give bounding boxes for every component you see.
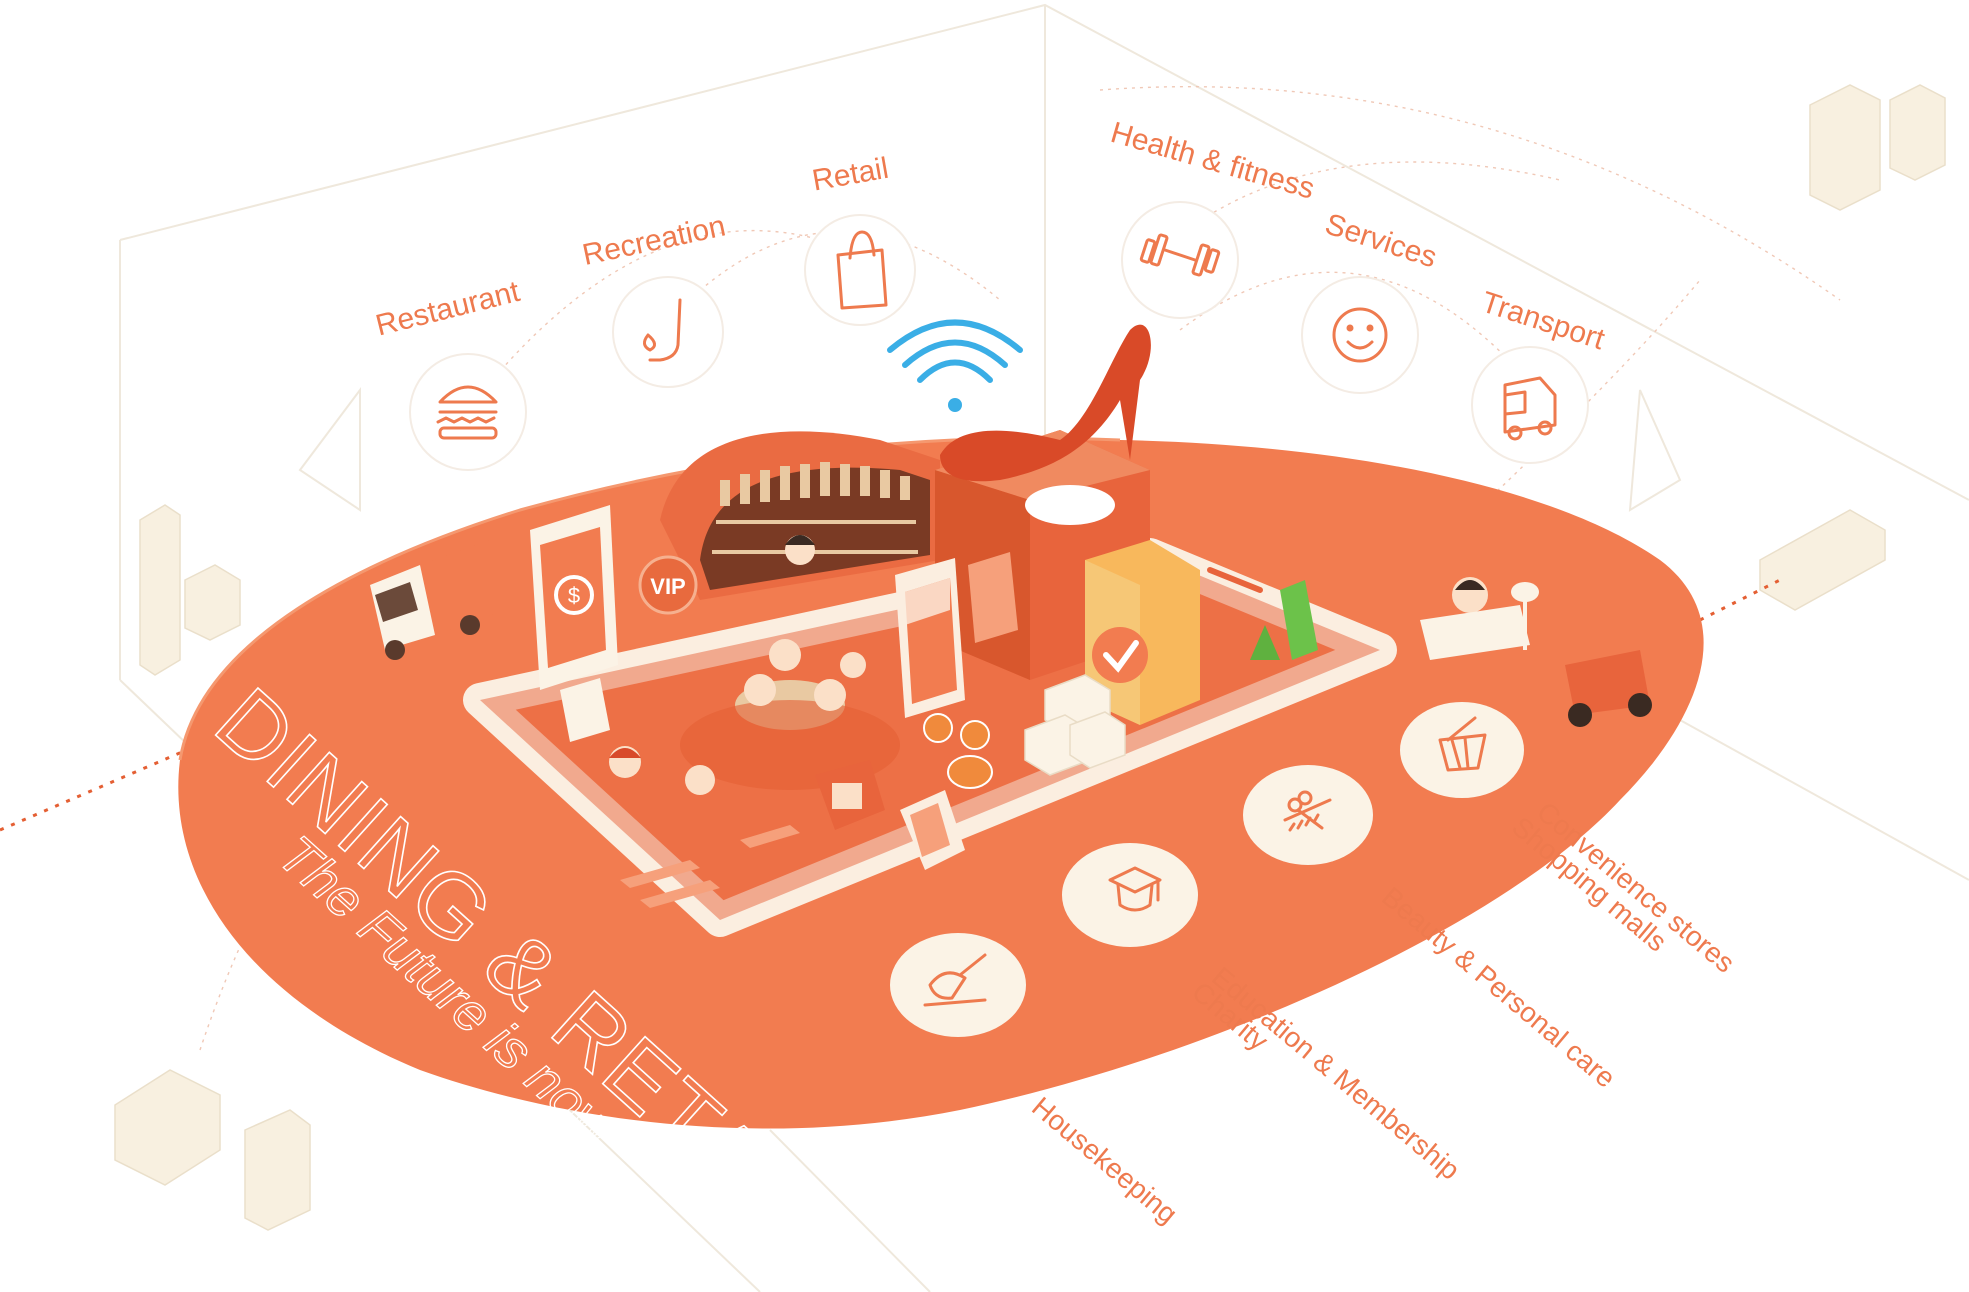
stairs (620, 825, 800, 908)
label-beauty-personal-care: Beauty & Personal care (1376, 881, 1621, 1094)
delivery-truck (370, 540, 505, 660)
label-housekeeping: Housekeeping (1026, 1091, 1183, 1230)
parcel-stack (1024, 674, 1126, 776)
decor-boxes (114, 84, 1946, 1231)
top-category-health-fitness: Health & fitness (1107, 116, 1318, 319)
vip-badge: VIP (638, 555, 698, 615)
label-health-fitness: Health & fitness (1107, 116, 1318, 206)
top-category-transport: Transport (1471, 286, 1609, 464)
top-category-restaurant: Restaurant (373, 275, 527, 471)
wifi-icon (887, 319, 1023, 412)
payment-kiosk: $ (530, 505, 618, 742)
kiosk-currency: $ (568, 583, 580, 608)
wine-shelf (660, 431, 940, 600)
comb-scissors-icon (1283, 790, 1332, 832)
label-restaurant: Restaurant (373, 275, 524, 343)
shopping-bag-icon (836, 230, 888, 310)
triangle-marker-left (298, 387, 361, 512)
dashed-axis-left (0, 738, 211, 832)
phone-stand (895, 552, 1018, 718)
high-heel-shoe (940, 324, 1151, 482)
label-services: Services (1321, 207, 1441, 274)
characters (609, 535, 1652, 795)
smiley-icon (1332, 307, 1388, 363)
label-education-membership: Education & Membership (1206, 961, 1466, 1186)
hand-phone (900, 790, 965, 870)
dashed-axis-right (1699, 578, 1781, 622)
foot-icon (643, 298, 682, 362)
vip-label: VIP (650, 574, 685, 599)
top-category-retail: Retail (804, 152, 916, 326)
label-recreation: Recreation (580, 209, 729, 271)
plunger-icon (923, 953, 987, 1007)
pos-terminal (815, 760, 885, 830)
top-category-services: Services (1301, 207, 1441, 394)
truck-icon (1503, 376, 1557, 441)
graduation-cap-icon (1108, 866, 1162, 912)
shopping-basket-icon (1438, 716, 1487, 772)
label-convenience-stores: Convenience stores (1531, 796, 1741, 979)
label-retail: Retail (810, 152, 891, 198)
green-blocks (1250, 580, 1318, 660)
dumbbell-icon (1139, 233, 1221, 277)
burger-icon (436, 385, 498, 440)
coins (923, 713, 993, 789)
triangle-marker-right (1628, 389, 1682, 512)
top-category-recreation: Recreation (580, 209, 729, 388)
